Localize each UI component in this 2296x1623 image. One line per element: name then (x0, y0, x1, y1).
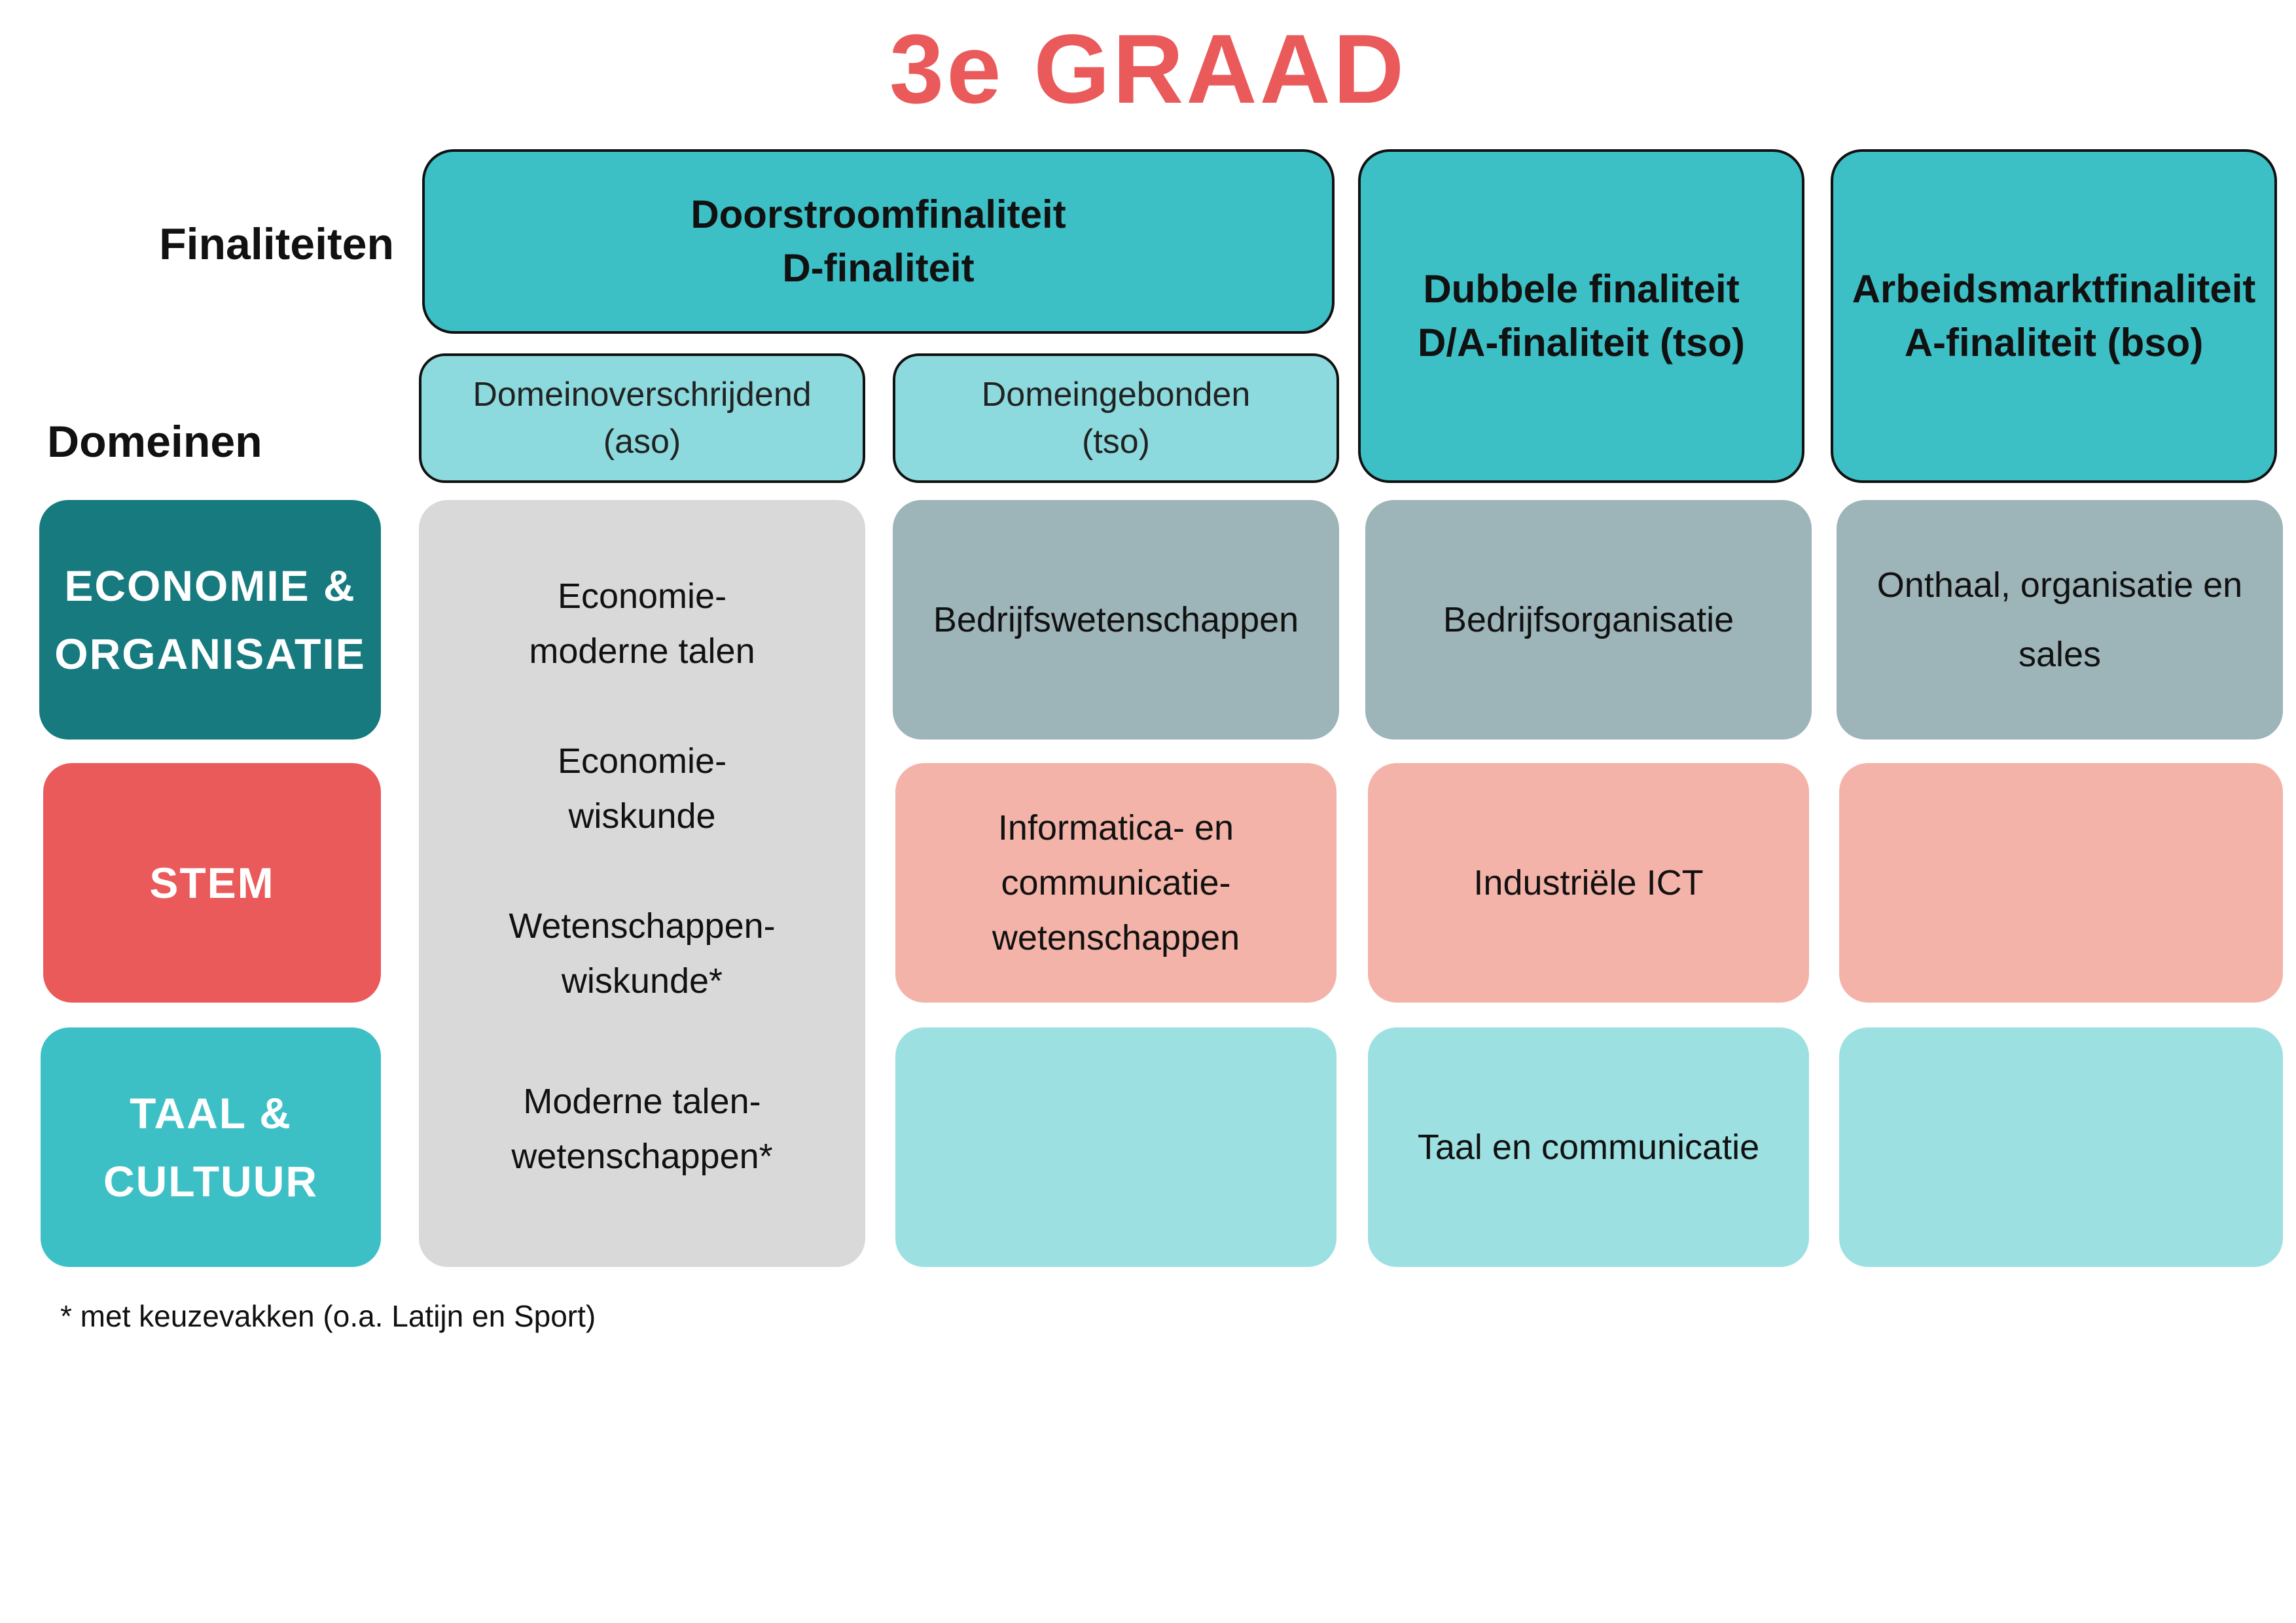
aso-item-line: wiskunde (568, 796, 716, 836)
aso-item-line: wetenschappen* (511, 1137, 773, 1176)
gebonden-line1: Domeingebonden (981, 376, 1251, 414)
aso-item-line: Economie- (557, 741, 727, 781)
aso-item-wetenschappen-wiskunde: Wetenschappen- wiskunde* (419, 898, 865, 1009)
cell-text: sales (2018, 635, 2102, 674)
cell-stem-dubbele: Industriële ICT (1368, 763, 1809, 1003)
cell-text: Taal en communicatie (1417, 1128, 1760, 1167)
domain-taal-cultuur: TAAL & CULTUUR (41, 1027, 381, 1267)
cell-text: Industriële ICT (1473, 863, 1704, 902)
domeinen-label: Domeinen (47, 417, 262, 467)
cell-text: wetenschappen (992, 918, 1240, 957)
stem-line1: STEM (149, 859, 275, 907)
domain-economie-organisatie: ECONOMIE & ORGANISATIE (39, 500, 381, 740)
dubbele-finaliteit-box: Dubbele finaliteit D/A-finaliteit (tso) (1358, 149, 1804, 483)
cell-text: communicatie- (1001, 863, 1231, 902)
taal-line1: TAAL & (130, 1089, 292, 1137)
domeingebonden-box: Domeingebonden (tso) (893, 353, 1339, 483)
aso-item-line: moderne talen (529, 632, 755, 671)
economie-line1: ECONOMIE & (64, 562, 356, 610)
dubbele-line1: Dubbele finaliteit (1423, 267, 1740, 311)
cell-stem-arbeidsmarkt (1839, 763, 2283, 1003)
cell-taal-gebonden (895, 1027, 1336, 1267)
page-title: 3e GRAAD (889, 13, 1407, 124)
taal-line2: CULTUUR (103, 1157, 319, 1205)
doorstroomfinaliteit-box: Doorstroomfinaliteit D-finaliteit (422, 149, 1335, 334)
dubbele-line2: D/A-finaliteit (tso) (1418, 321, 1745, 365)
aso-item-line: wiskunde* (561, 961, 723, 1001)
aso-column (419, 500, 865, 1267)
arbeidsmarkt-line1: Arbeidsmarktfinaliteit (1852, 267, 2256, 311)
doorstroom-line1: Doorstroomfinaliteit (691, 192, 1066, 236)
aso-item-line: Moderne talen- (523, 1082, 761, 1121)
arbeidsmarkt-line2: A-finaliteit (bso) (1904, 321, 2204, 365)
cell-taal-arbeidsmarkt (1839, 1027, 2283, 1267)
cell-economie-dubbele: Bedrijfsorganisatie (1365, 500, 1812, 740)
aso-item-line: Wetenschappen- (509, 906, 776, 946)
aso-item-moderne-talen-wetenschappen: Moderne talen- wetenschappen* (419, 1067, 865, 1191)
doorstroom-line2: D-finaliteit (782, 246, 975, 290)
arbeidsmarktfinaliteit-box: Arbeidsmarktfinaliteit A-finaliteit (bso… (1831, 149, 2277, 483)
cell-stem-gebonden: Informatica- en communicatie- wetenschap… (895, 763, 1336, 1003)
domain-stem: STEM (43, 763, 381, 1003)
cell-text: Informatica- en (997, 808, 1234, 847)
overschrijdend-line2: (aso) (603, 423, 681, 461)
cell-text: Bedrijfswetenschappen (933, 600, 1299, 639)
overschrijdend-line1: Domeinoverschrijdend (473, 376, 812, 414)
aso-item-line: Economie- (557, 577, 727, 616)
aso-item-economie-wiskunde: Economie- wiskunde (419, 733, 865, 844)
finaliteiten-label: Finaliteiten (159, 219, 394, 269)
domeinoverschrijdend-box: Domeinoverschrijdend (aso) (419, 353, 865, 483)
gebonden-line2: (tso) (1082, 423, 1150, 461)
aso-item-economie-moderne-talen: Economie- moderne talen (419, 568, 865, 679)
cell-text: Onthaal, organisatie en (1876, 565, 2243, 605)
cell-economie-gebonden: Bedrijfswetenschappen (893, 500, 1339, 740)
economie-line2: ORGANISATIE (54, 630, 366, 678)
cell-taal-dubbele: Taal en communicatie (1368, 1027, 1809, 1267)
footnote: * met keuzevakken (o.a. Latijn en Sport) (60, 1299, 596, 1333)
cell-text: Bedrijfsorganisatie (1443, 600, 1734, 639)
cell-economie-arbeidsmarkt: Onthaal, organisatie en sales (1837, 500, 2283, 740)
